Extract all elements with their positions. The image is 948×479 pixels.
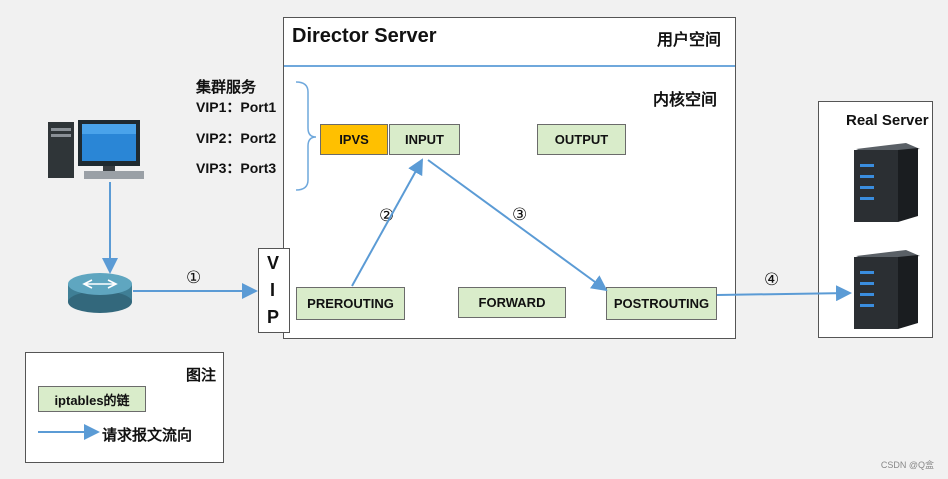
cluster-services-title: 集群服务 <box>196 79 257 96</box>
vip-letter-i: I <box>270 280 276 300</box>
legend-title: 图注 <box>186 367 217 384</box>
legend-chain-sample: iptables的链 <box>38 386 146 412</box>
chain-forward: FORWARD <box>458 287 566 318</box>
router-icon <box>68 273 132 313</box>
kernel-space-label: 内核空间 <box>653 92 718 109</box>
vip1-port1: VIP1：Port1 <box>196 99 277 115</box>
real-server-title: Real Server <box>846 112 929 129</box>
vip-box <box>258 248 290 333</box>
arrow-prerouting-to-input <box>351 158 423 287</box>
server-icon-1 <box>854 143 920 222</box>
chain-output: OUTPUT <box>537 124 626 155</box>
director-server-title: Director Server <box>292 25 437 47</box>
legend-arrow-label: 请求报文流向 <box>102 427 193 444</box>
arrow-input-to-postrouting <box>427 159 608 292</box>
vip3-port3: VIP3：Port3 <box>196 160 277 176</box>
server-icon-2 <box>854 250 920 329</box>
vip-letter-p: P <box>267 307 280 327</box>
arrow-postrouting-to-real-server <box>716 285 852 302</box>
director-server-box <box>283 17 736 339</box>
step-3-marker: ③ <box>512 205 528 224</box>
chain-input: INPUT <box>389 124 460 155</box>
vip2-port2: VIP2：Port2 <box>196 130 277 146</box>
vip-letter-v: V <box>267 253 280 273</box>
watermark: CSDN @Q盒 <box>880 460 934 470</box>
step-1-marker: ① <box>186 268 202 287</box>
client-computer-icon <box>48 120 144 179</box>
cluster-services-brace <box>295 81 317 191</box>
step-4-marker: ④ <box>764 270 780 289</box>
chain-postrouting: POSTROUTING <box>606 287 717 320</box>
user-space-label: 用户空间 <box>657 32 722 49</box>
chain-prerouting: PREROUTING <box>296 287 405 320</box>
chain-ipvs: IPVS <box>320 124 388 155</box>
step-2-marker: ② <box>379 206 395 225</box>
